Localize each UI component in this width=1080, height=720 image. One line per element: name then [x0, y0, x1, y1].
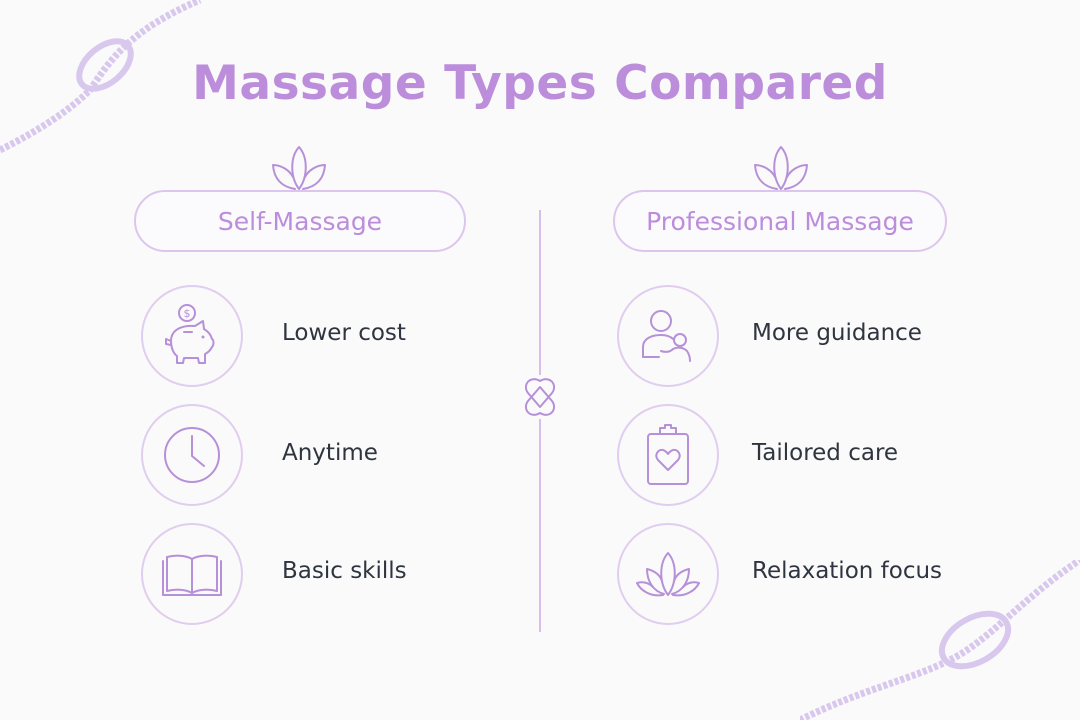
rope-decoration-bottom-right — [800, 560, 1080, 720]
clock-icon-circle — [141, 404, 243, 506]
open-book-icon — [162, 554, 222, 596]
clipboard-heart-icon — [647, 424, 689, 485]
center-divider — [539, 210, 541, 632]
feature-label: Lower cost — [282, 320, 406, 346]
open-book-icon-circle — [141, 523, 243, 625]
feature-label: Tailored care — [752, 440, 899, 466]
lotus-icon — [636, 552, 700, 597]
therapist-client-icon-circle — [617, 285, 719, 387]
feature-label: Anytime — [282, 440, 378, 466]
lotus-icon — [754, 146, 808, 190]
rope-decoration-top-left — [0, 0, 202, 154]
clock-icon — [164, 427, 220, 483]
clipboard-heart-icon-circle — [617, 404, 719, 506]
page-title: Massage Types Compared — [192, 56, 888, 111]
lotus-icon-circle — [617, 523, 719, 625]
feature-label: Relaxation focus — [752, 558, 943, 584]
piggy-bank-icon-circle: $ — [141, 285, 243, 387]
self-massage-heading: Self-Massage — [134, 190, 466, 252]
feature-label: More guidance — [752, 320, 922, 346]
feature-label: Basic skills — [282, 558, 407, 584]
lotus-icon — [272, 146, 326, 190]
svg-text:$: $ — [184, 307, 191, 320]
therapist-client-icon — [642, 310, 691, 362]
professional-massage-heading: Professional Massage — [613, 190, 947, 252]
piggy-bank-icon: $ — [165, 304, 215, 364]
knot-icon — [520, 375, 560, 419]
